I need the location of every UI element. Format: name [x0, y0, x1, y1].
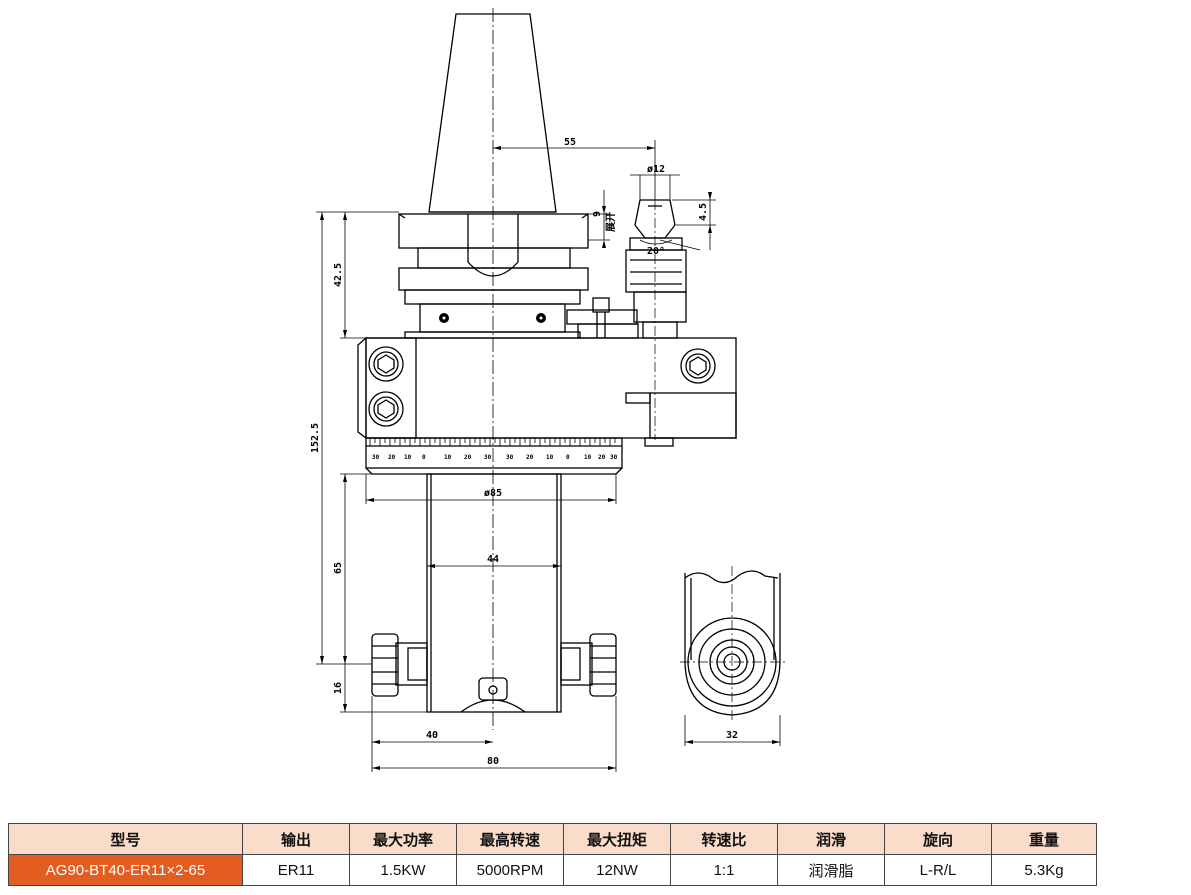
dim-55: 55: [564, 137, 576, 148]
scale-mark: 0: [566, 454, 570, 461]
dim-40: 40: [426, 730, 438, 741]
scale-mark: 20: [464, 454, 472, 461]
header-weight: 重量: [991, 823, 1097, 855]
scale-mark: 10: [404, 454, 412, 461]
scale-mark: 20: [388, 454, 396, 461]
scale-mark: 30: [506, 454, 514, 461]
scale-labels: 30 20 10 0 10 20 30 30 20 10 0 10 20 30: [372, 454, 618, 461]
cell-rotation: L-R/L: [884, 854, 992, 886]
dim-32: 32: [726, 730, 738, 741]
header-model: 型号: [8, 823, 243, 855]
flange: [398, 213, 589, 339]
dim-42-5: 42.5: [333, 263, 344, 287]
scale-mark: 30: [372, 454, 380, 461]
flange-holes: [439, 313, 546, 323]
spindle-body: [426, 473, 562, 713]
cell-output: ER11: [242, 854, 350, 886]
dim-dia85: ø85: [484, 488, 502, 499]
scale-mark: 10: [546, 454, 554, 461]
cell-max-torque: 12NW: [563, 854, 671, 886]
dim-80: 80: [487, 756, 499, 767]
scale-mark: 20: [526, 454, 534, 461]
dim-dia12: ø12: [647, 164, 665, 175]
dim-4-5: 4.5: [698, 203, 709, 221]
main-housing: [357, 337, 737, 447]
dim-44: 44: [487, 554, 499, 565]
cell-weight: 5.3Kg: [991, 854, 1097, 886]
scale-mark: 30: [484, 454, 492, 461]
scale-mark: 0: [422, 454, 426, 461]
scale-mark: 30: [610, 454, 618, 461]
locating-pin: [625, 199, 687, 440]
header-max-torque: 最大扭矩: [563, 823, 671, 855]
dimension-arrows: [320, 146, 780, 770]
spec-table: 型号 输出 最大功率 最高转速 最大扭矩 转速比 润滑 旋向 重量 AG90-B…: [8, 823, 1097, 886]
right-collet-nut: [560, 633, 617, 697]
cell-max-speed: 5000RPM: [456, 854, 564, 886]
header-rotation: 旋向: [884, 823, 992, 855]
cell-model: AG90-BT40-ER11×2-65: [8, 854, 243, 886]
dim-65: 65: [333, 562, 344, 574]
header-max-speed: 最高转速: [456, 823, 564, 855]
stop-block: [566, 297, 639, 339]
dim-16: 16: [333, 682, 344, 694]
cell-speed-ratio: 1:1: [670, 854, 778, 886]
dim-9: 9: [592, 211, 603, 217]
scale-mark: 20: [598, 454, 606, 461]
technical-drawing: 55 ø12 20° ø85 44 40 80 32 42.5 152.5 65…: [310, 8, 786, 772]
header-max-power: 最大功率: [349, 823, 457, 855]
scale-mark: 10: [584, 454, 592, 461]
rotation-scale-ring: [365, 437, 623, 475]
dimension-lines: [316, 140, 781, 772]
dim-152-5: 152.5: [310, 423, 321, 453]
dim-note: 展开: [605, 212, 617, 232]
header-output: 输出: [242, 823, 350, 855]
taper-shank: [428, 13, 557, 213]
cell-max-power: 1.5KW: [349, 854, 457, 886]
socket-screws: [368, 346, 716, 427]
header-speed-ratio: 转速比: [670, 823, 778, 855]
header-lubrication: 润滑: [777, 823, 885, 855]
spec-header-row: 型号 输出 最大功率 最高转速 最大扭矩 转速比 润滑 旋向 重量: [8, 823, 1097, 855]
cell-lubrication: 润滑脂: [777, 854, 885, 886]
dim-angle: 20°: [647, 246, 665, 257]
spec-row: AG90-BT40-ER11×2-65 ER11 1.5KW 5000RPM 1…: [8, 854, 1097, 886]
scale-mark: 10: [444, 454, 452, 461]
left-collet-nut: [371, 633, 428, 697]
side-view: [680, 566, 786, 720]
